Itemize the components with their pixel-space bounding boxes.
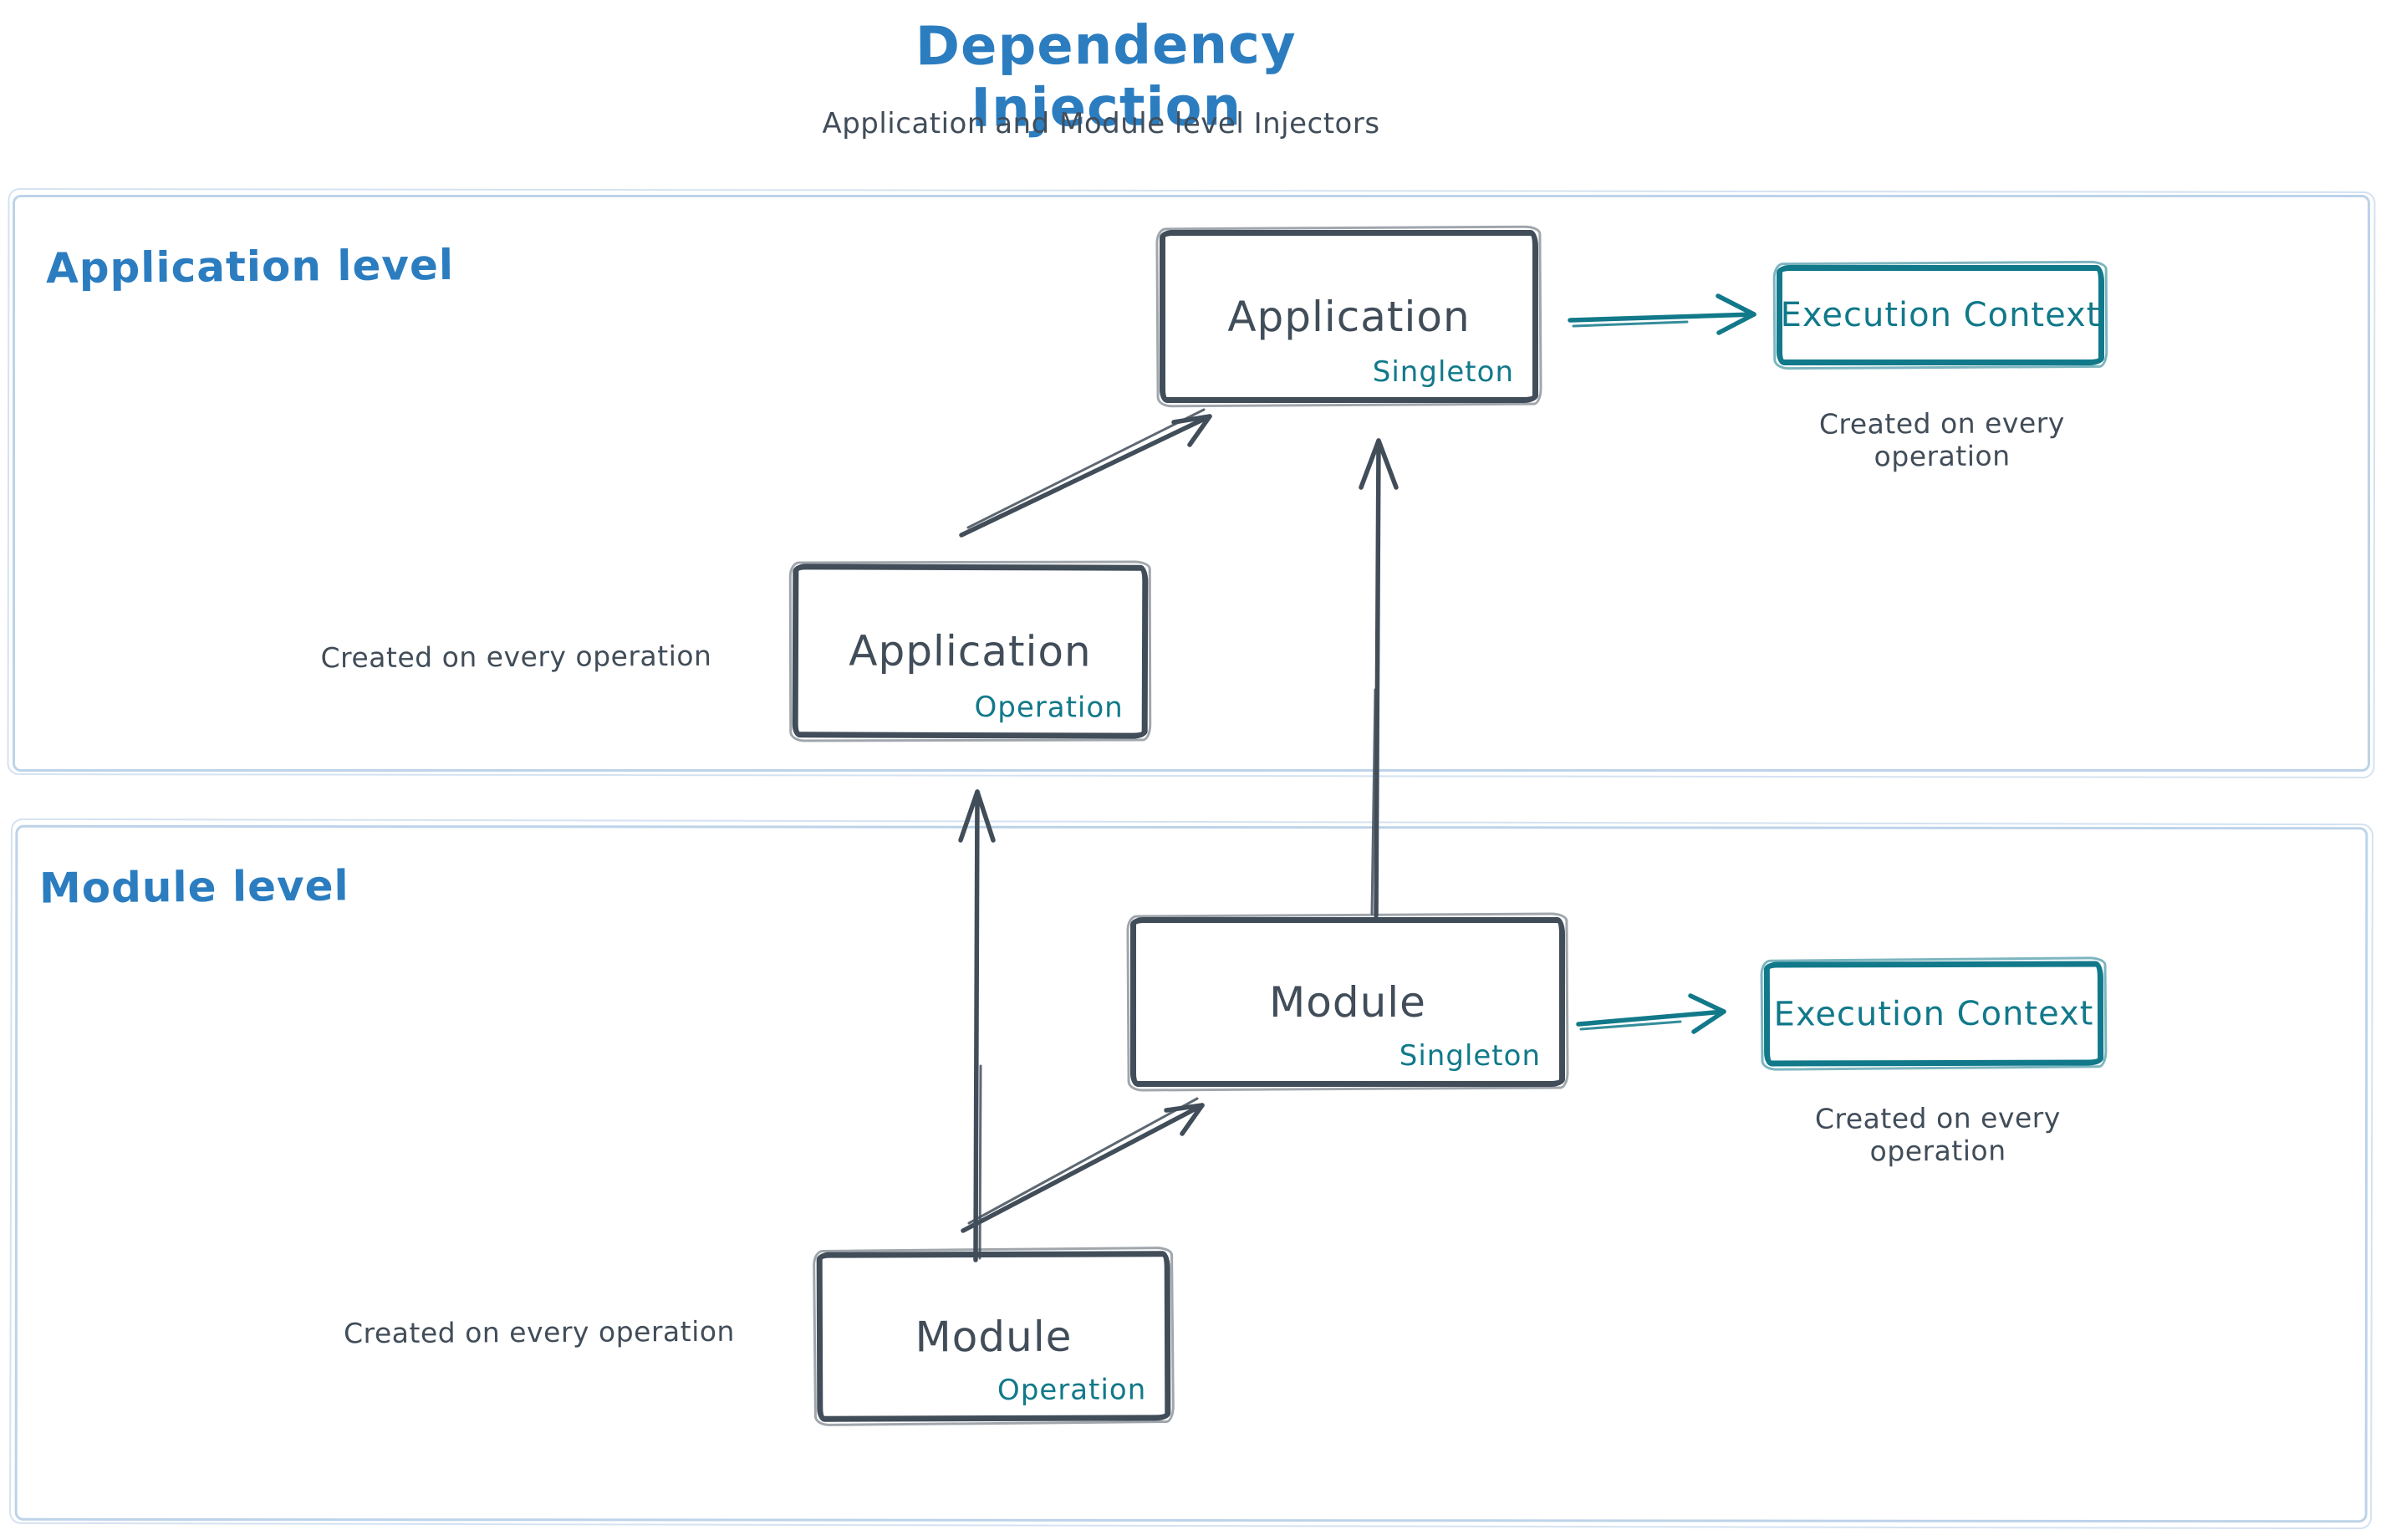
- module-operation-node: Module Operation: [816, 1251, 1171, 1422]
- arrow-module-operation-to-module-singleton-icon: [961, 1097, 1205, 1233]
- module-singleton-badge: Singleton: [1399, 1039, 1541, 1073]
- module-execution-context-title: Execution Context: [1773, 993, 2094, 1034]
- page-subtitle: Application and Module level Injectors: [822, 107, 1380, 140]
- application-operation-node: Application Operation: [792, 563, 1149, 739]
- module-operation-caption: Created on every operation: [343, 1314, 736, 1350]
- module-singleton-title: Module: [1269, 977, 1426, 1027]
- application-level-label: Application level: [45, 240, 455, 293]
- application-singleton-node: Application Singleton: [1160, 230, 1538, 403]
- application-execution-context-title: Execution Context: [1780, 296, 2101, 334]
- application-level-frame: [13, 195, 2370, 772]
- application-singleton-title: Application: [1227, 292, 1471, 341]
- module-operation-title: Module: [915, 1312, 1073, 1361]
- application-singleton-badge: Singleton: [1372, 355, 1514, 389]
- module-level-label: Module level: [38, 861, 349, 913]
- arrow-module-singleton-to-app-singleton-icon: [1359, 438, 1399, 918]
- arrow-app-operation-to-app-singleton-icon: [959, 408, 1212, 538]
- application-operation-title: Application: [849, 626, 1092, 676]
- application-execution-caption: Created on every operation: [1818, 406, 2065, 473]
- application-execution-context-node: Execution Context: [1777, 265, 2104, 365]
- module-execution-context-node: Execution Context: [1763, 961, 2104, 1067]
- arrow-app-singleton-to-execution-context-icon: [1568, 293, 1756, 335]
- arrow-module-operation-to-app-operation-icon: [958, 789, 996, 1262]
- application-operation-caption: Created on every operation: [320, 639, 712, 675]
- module-operation-badge: Operation: [997, 1373, 1147, 1407]
- module-singleton-node: Module Singleton: [1130, 917, 1565, 1087]
- arrow-module-singleton-to-execution-context-icon: [1576, 993, 1726, 1034]
- module-execution-caption: Created on every operation: [1814, 1101, 2061, 1168]
- application-operation-badge: Operation: [974, 691, 1124, 725]
